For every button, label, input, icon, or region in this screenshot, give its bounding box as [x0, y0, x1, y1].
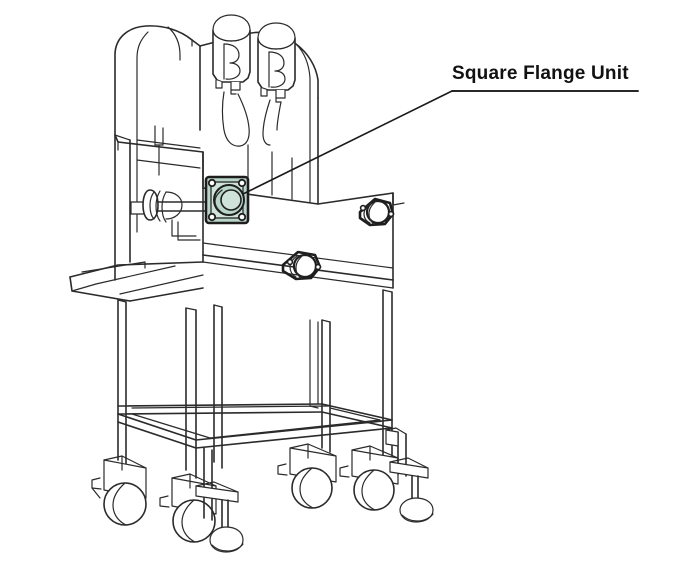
bolt-hole — [286, 258, 294, 266]
square-flange-unit[interactable] — [204, 175, 250, 225]
callout-label: Square Flange Unit — [452, 63, 629, 84]
lower-shelf — [117, 403, 393, 449]
motor-unit-left — [212, 14, 251, 95]
cable-loop-left — [221, 91, 250, 147]
diamond-flange-unit-right[interactable] — [358, 197, 395, 227]
caster-rear-left — [91, 455, 147, 526]
bolt-hole — [207, 178, 217, 188]
bolt-hole — [237, 212, 247, 222]
caster-rear-right — [277, 443, 337, 509]
machine-hood — [114, 25, 319, 189]
leveling-foot-right — [385, 427, 434, 523]
bolt-hole — [237, 178, 247, 188]
cable-loop-right — [262, 99, 282, 146]
caster-front-left — [159, 473, 217, 543]
leveling-foot-left — [195, 447, 244, 553]
bolt-hole — [359, 204, 367, 212]
discharge-tray — [69, 261, 204, 302]
machine-upper-frame — [114, 95, 319, 281]
bolt-hole — [314, 263, 322, 271]
diamond-flange-unit-front[interactable] — [281, 250, 322, 281]
motor-unit-right — [257, 22, 296, 103]
caster-front-right — [339, 445, 399, 511]
bolt-hole — [387, 210, 395, 218]
stand-frame — [117, 289, 393, 479]
callout-leader — [242, 90, 639, 195]
bolt-hole — [207, 212, 217, 222]
drive-shaft — [130, 189, 209, 241]
